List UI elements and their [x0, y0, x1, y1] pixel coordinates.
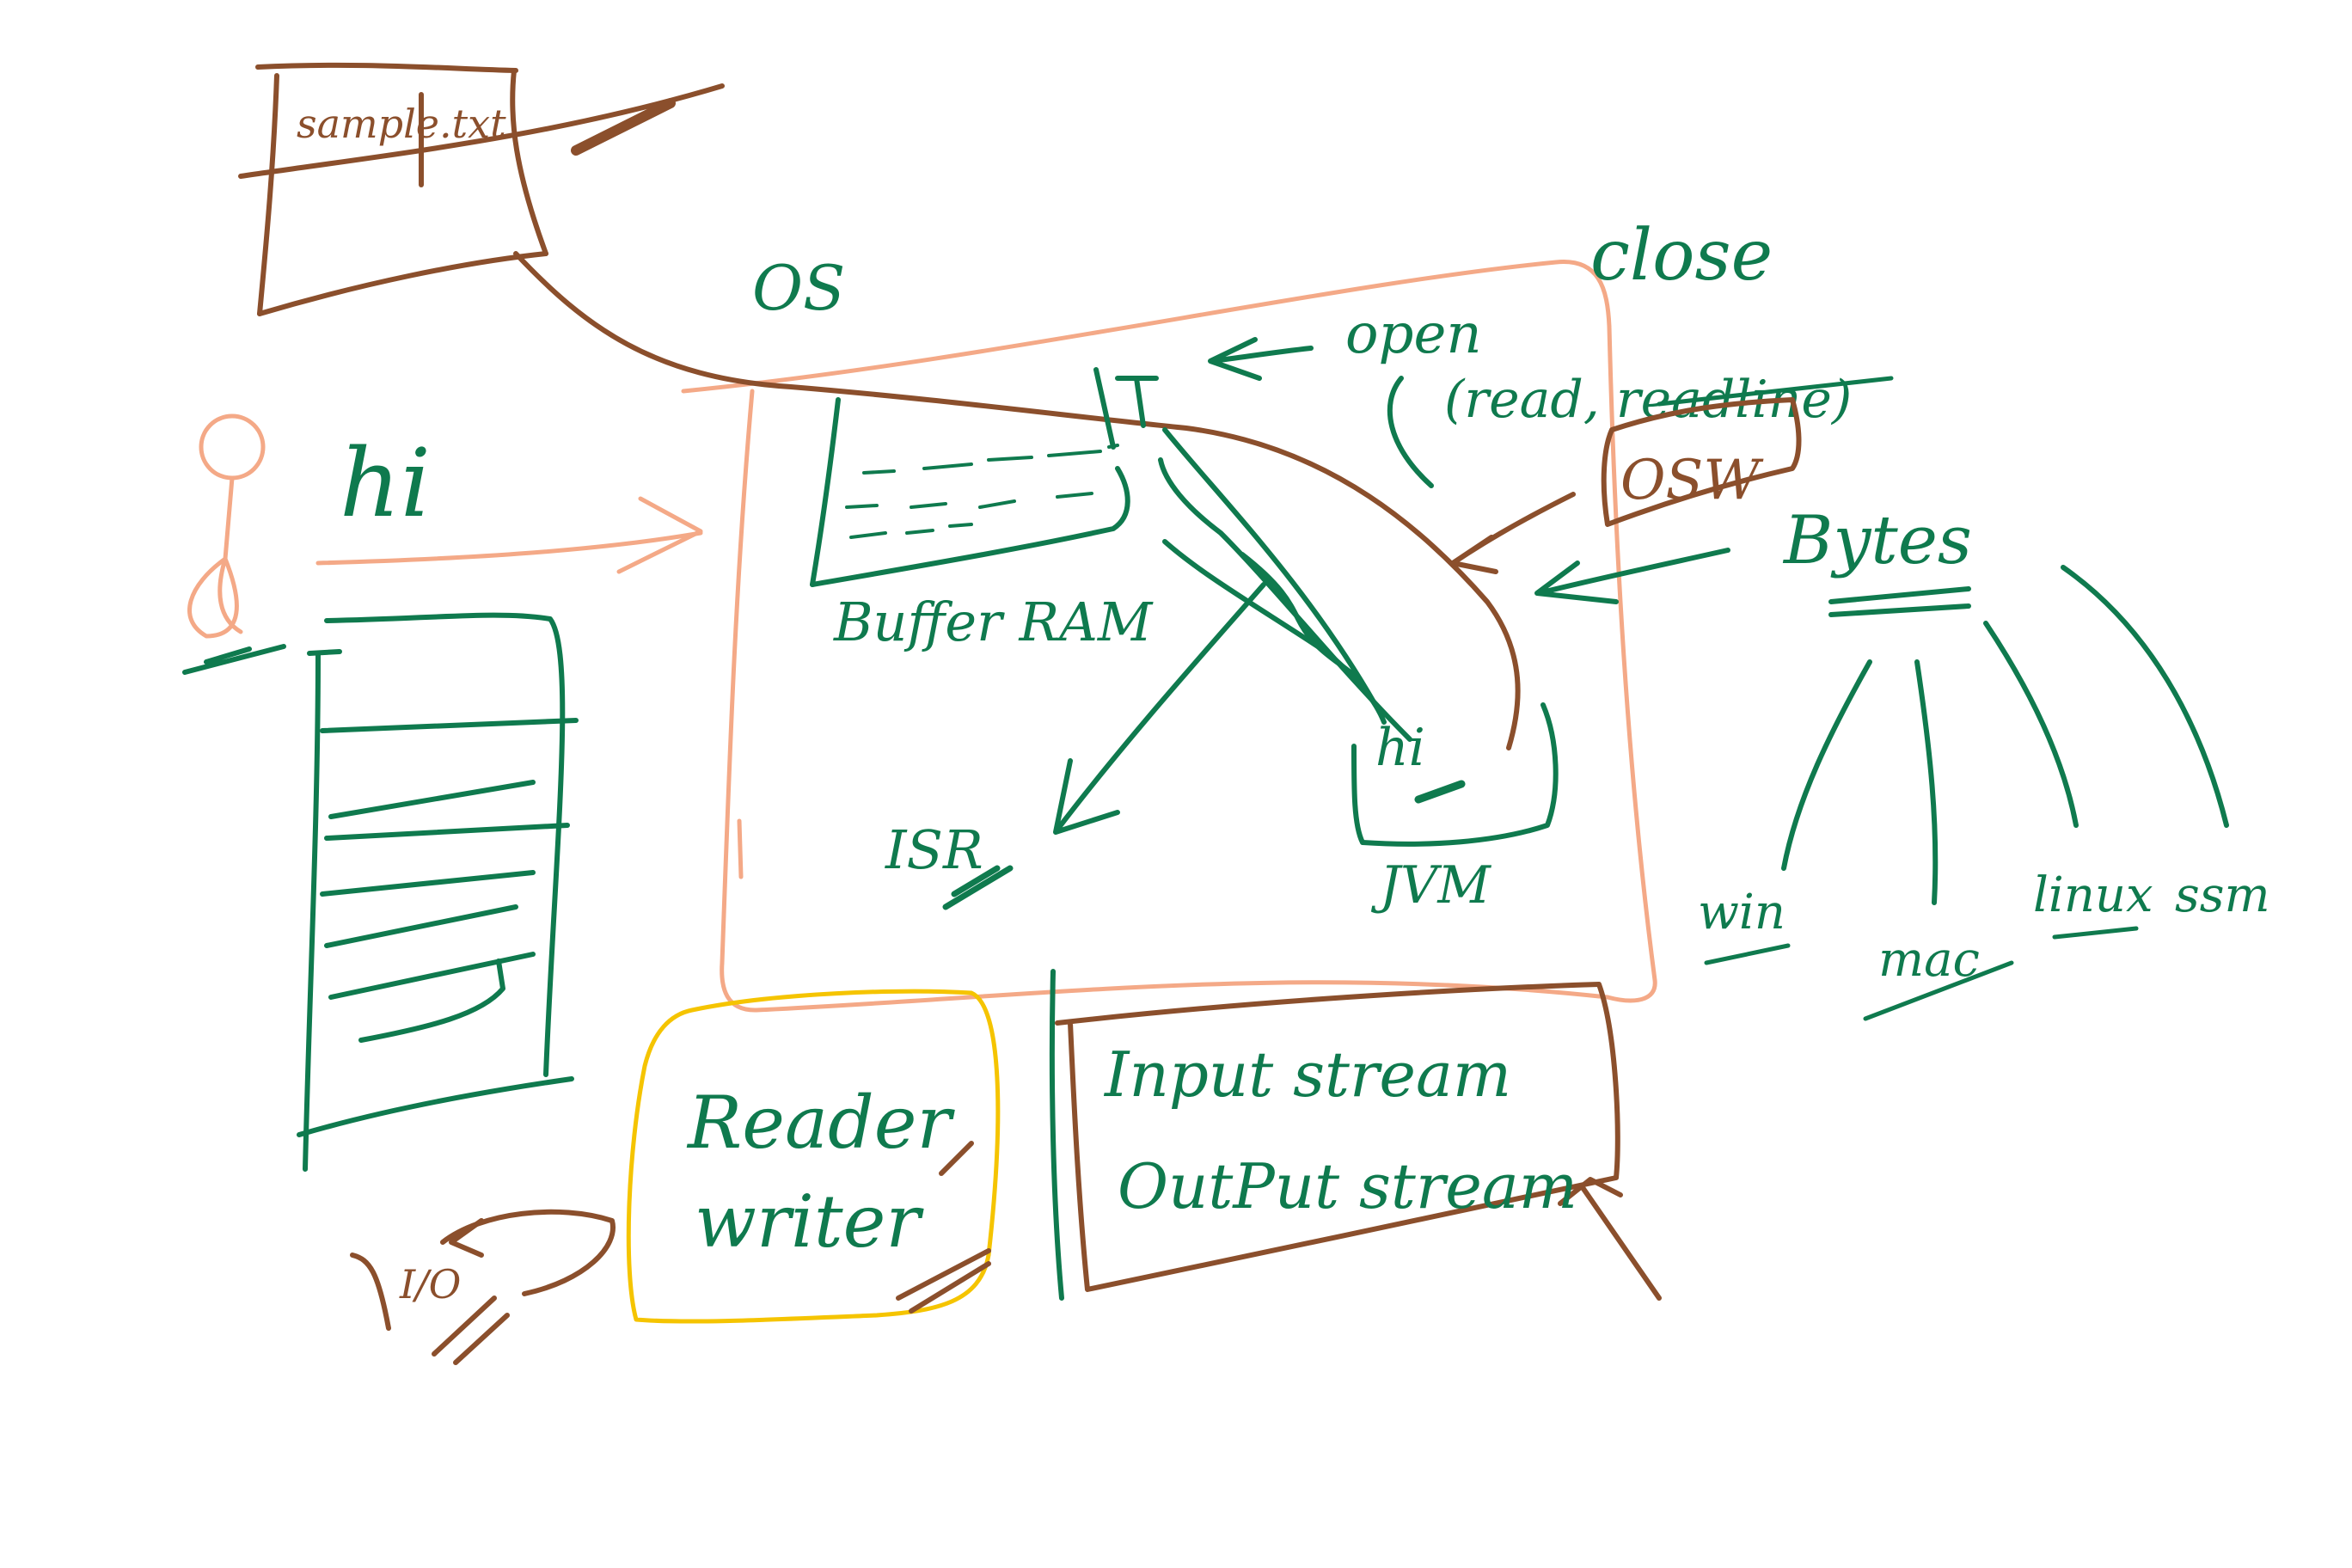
bytes-label: Bytes — [1782, 502, 1972, 579]
bytes-underline — [1828, 586, 1971, 617]
buffer-to-jvm-pipe — [1158, 427, 1412, 742]
hi-file-label: hi — [1375, 718, 1425, 778]
bytes-branches — [1781, 565, 2229, 905]
osw-box — [1601, 397, 1802, 527]
stream-box — [1055, 982, 1662, 1301]
close-label: close — [1590, 215, 1773, 297]
isr-label: ISR — [885, 818, 983, 881]
win-label: win — [1698, 885, 1785, 940]
reader-label: Reader — [686, 1081, 956, 1165]
user-stick-figure — [187, 413, 266, 639]
writer-label: writer — [695, 1179, 924, 1264]
user-document — [297, 612, 579, 1172]
stream-divider-line — [1049, 969, 1064, 1301]
user-to-os-arrow — [315, 496, 703, 574]
input-stream-label: Input stream — [1103, 1038, 1511, 1111]
os-names-underlines — [1704, 926, 2139, 1021]
hi-user-label: hi — [340, 428, 431, 538]
open-arrow — [1208, 337, 1314, 381]
open-label: open — [1345, 303, 1482, 366]
os-label: OS — [752, 252, 845, 324]
bytes-arrow — [1534, 548, 1730, 604]
readline-underline — [1657, 376, 1894, 407]
file-to-jvm-curve — [513, 251, 1521, 750]
mac-label: mac — [1878, 932, 1980, 988]
ssm-label: ssm — [2175, 867, 2270, 923]
io-arrow — [350, 1209, 616, 1365]
osw-label: OSW — [1620, 449, 1764, 512]
sample-file-label: sample.txt — [297, 101, 506, 147]
linux-label: linux — [2033, 867, 2153, 923]
io-label: I/O — [399, 1261, 461, 1308]
buffer-ram-label: Buffer RAM — [833, 591, 1154, 653]
user-ground-line — [182, 644, 286, 675]
buffer-ram-box — [810, 367, 1159, 587]
reader-writer-box — [626, 989, 1001, 1324]
open-paren — [1387, 376, 1434, 488]
osw-arrow — [1450, 492, 1576, 574]
output-stream-label: OutPut stream — [1118, 1150, 1577, 1222]
reader-writer-strikes — [896, 1141, 991, 1314]
isr-arrow — [942, 582, 1266, 910]
jvm-box — [1351, 702, 1559, 847]
jvm-label: JVM — [1370, 855, 1491, 916]
sample-file-box — [238, 62, 725, 316]
